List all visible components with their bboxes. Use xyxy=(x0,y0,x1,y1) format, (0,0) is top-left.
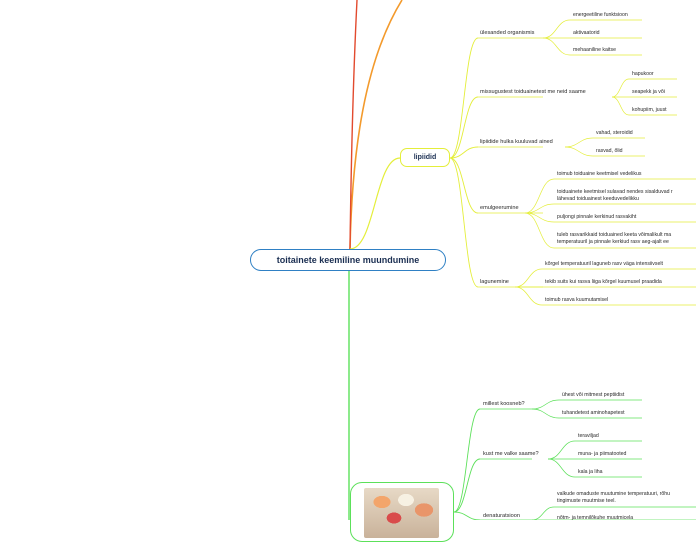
leaf-item[interactable]: valkude omaduste muutumine temperatuuri,… xyxy=(557,491,670,505)
topic-lipiidid-label: lipiidid xyxy=(413,154,437,161)
protein-foods-image xyxy=(364,488,439,538)
connector-orange xyxy=(349,0,403,250)
connector-lipiidid-lipiidide-hulka xyxy=(449,146,479,159)
leaf-item[interactable]: toimub rasva kuumutamisel xyxy=(545,297,609,303)
leaf-item[interactable]: energeetiline funktsioon xyxy=(573,12,628,18)
connector-leaf xyxy=(564,137,594,148)
leaf-item-line: toiduainete keetmisel sulavad nendes sis… xyxy=(557,189,673,195)
branch-millest-koosneb[interactable]: millest koosneb? xyxy=(483,401,525,407)
connector-valgud-kust xyxy=(453,458,481,513)
leaf-item-line: valkude omaduste muutumine temperatuuri,… xyxy=(557,491,671,497)
connector-leaf xyxy=(514,268,543,288)
connector-leaf xyxy=(547,440,576,460)
leaf-item-line: tingimuste muutmise teel. xyxy=(557,498,616,504)
connector-lipiidid-lagunemine xyxy=(449,157,479,288)
connector-leaf xyxy=(524,178,555,214)
connector-leaf xyxy=(542,19,571,39)
branch-denaturatsioon[interactable]: denaturatsioon xyxy=(483,513,521,519)
topic-valgud[interactable] xyxy=(350,482,454,542)
leaf-item[interactable]: seapekk ja või xyxy=(632,89,665,95)
connector-leaf xyxy=(531,399,560,410)
leaf-item[interactable]: kohupiim, juust xyxy=(632,107,667,113)
branch-lagunemine[interactable]: lagunemine xyxy=(480,279,509,285)
connector-root-lipiidid xyxy=(349,157,401,250)
leaf-item-line: tuleb rasvarikkaid toiduained keeta võim… xyxy=(557,232,672,238)
leaf-item-line: temperatuuril ja pinnale kerkiud rasv ae… xyxy=(557,239,669,245)
leaf-item[interactable]: rasvad, õlid xyxy=(596,148,623,154)
connector-lines xyxy=(348,0,696,520)
leaf-item[interactable]: mehaaniline kaitse xyxy=(573,47,616,53)
leaf-item[interactable]: nõtm- ja temnilõkuhe muutmicela xyxy=(557,515,634,521)
connector-valgud-denat xyxy=(453,511,481,520)
connector-leaf xyxy=(514,286,543,306)
leaf-item[interactable]: teraviljad xyxy=(578,433,599,439)
connector-red xyxy=(349,0,358,250)
connector-valgud-millest xyxy=(453,408,481,513)
connector-leaf xyxy=(531,408,560,419)
central-topic[interactable]: toitainete keemiline muundumine xyxy=(250,249,446,271)
branch-lipiidide-hulka[interactable]: lipiidide hulka kuuluvad ained xyxy=(480,139,553,145)
leaf-item[interactable]: tekib suits kui rasva liiga kõrgel kuumu… xyxy=(545,279,662,285)
leaf-item[interactable]: toimub toiduaine keetmisel vedelikus xyxy=(557,171,642,177)
connector-leaf xyxy=(611,96,630,116)
connector-leaf xyxy=(524,212,555,223)
connector-lipiidid-emulgeerumine xyxy=(449,157,479,214)
connector-leaf xyxy=(531,506,555,520)
central-topic-label: toitainete keemiline muundumine xyxy=(276,255,420,265)
connector-leaf xyxy=(524,203,555,214)
leaf-item[interactable]: tuhandetest aminohapetest xyxy=(562,410,625,416)
branch-kust-valke-saame[interactable]: kust me valke saame? xyxy=(483,451,539,457)
leaf-item[interactable]: ühest või mitmest peptiidist xyxy=(562,392,625,398)
connector-lipiidid-toiduainetest xyxy=(449,96,479,159)
topic-lipiidid[interactable]: lipiidid xyxy=(400,148,450,167)
branch-ulesanded[interactable]: ülesanded organismis xyxy=(480,30,535,36)
branch-toiduainetest[interactable]: missugustest toiduainetest me neid saame xyxy=(480,89,586,95)
leaf-item[interactable]: kala ja liha xyxy=(578,469,603,475)
leaf-item[interactable]: tuleb rasvarikkaid toiduained keeta võim… xyxy=(557,232,671,246)
mind-map-canvas: toitainete keemiline muundumine lipiidid… xyxy=(250,0,696,542)
branch-emulgeerumine[interactable]: emulgeerumine xyxy=(480,205,519,211)
leaf-item[interactable]: aktivaatorid xyxy=(573,30,600,36)
leaf-item[interactable]: hapukoor xyxy=(632,71,654,77)
leaf-item[interactable]: puljongi pinnale kerkinud rasvakiht xyxy=(557,214,637,220)
connector-leaf xyxy=(564,146,594,157)
connector-leaf xyxy=(547,458,576,478)
leaf-item[interactable]: toiduainete keetmisel sulavad nendes sis… xyxy=(557,189,673,203)
leaf-item[interactable]: vahad, steroidid xyxy=(596,130,633,136)
leaf-item-line: lähevad toiduainest keeduvedelikku xyxy=(557,196,639,202)
leaf-item[interactable]: muna- ja piimatooted xyxy=(578,451,627,457)
connector-leaf xyxy=(611,78,630,98)
connector-lipiidid-ulesanded xyxy=(449,37,479,159)
connector-leaf xyxy=(542,37,571,56)
leaf-item[interactable]: kõrgel temperatuuril laguneb rasv väga i… xyxy=(545,261,663,267)
connector-leaf xyxy=(524,212,555,249)
